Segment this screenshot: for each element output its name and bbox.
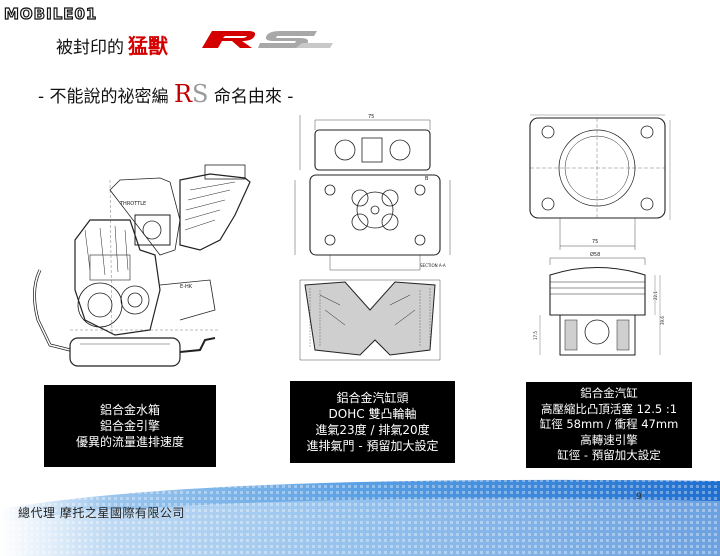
box1-line1: 鋁合金水箱 (99, 403, 160, 417)
box3-line1: 鋁合金汽缸 (580, 386, 638, 401)
ehk-label: E-HK (180, 284, 193, 290)
head-section-label: SECTION A-A (420, 263, 446, 268)
cylinder-head-drawing: 75 B SECTION A-A (294, 114, 451, 361)
info-box-cylinder-head: 鋁合金汽缸頭 DOHC 雙凸輪軸 進氣23度 / 排氣20度 進排氣門 - 預留… (290, 381, 455, 463)
piston-dim-h3: 17.5 (533, 331, 538, 340)
box2-line1: 鋁合金汽缸頭 (336, 391, 409, 405)
footer-distributor: 總代理 摩托之星國際有限公司 (18, 506, 185, 520)
heading-trail: 命名由來 - (208, 87, 294, 107)
heading-lead: - 不能說的祕密編 (38, 87, 174, 107)
info-box-engine: 鋁合金水箱 鋁合金引擎 優異的流量進排速度 (44, 385, 216, 467)
engine-drawing: THROTTLE E-HK (33, 164, 251, 367)
box3-line4: 高轉速引擎 (580, 432, 638, 447)
logo-text: MOBILE01 (3, 4, 98, 23)
box1-line2: 鋁合金引擎 (99, 419, 160, 433)
mobile01-logo: MOBILE01 (3, 4, 154, 28)
head-dim-top: 75 (368, 114, 374, 120)
box3-line3: 缸徑 58mm / 衝程 47mm (539, 417, 679, 432)
piston-dim-bore: Ø58 (590, 251, 600, 258)
info-box-cylinder: 鋁合金汽缸 高壓縮比凸頂活塞 12.5 :1 缸徑 58mm / 衝程 47mm… (526, 382, 692, 468)
cylinder-drawing: 75 Ø58 22.1 39.6 17.5 (529, 114, 671, 356)
page-number: 9 (636, 492, 642, 502)
box3-line5: 缸徑 - 預留加大設定 (557, 448, 661, 463)
throttle-label: THROTTLE (119, 201, 146, 207)
section-heading: - 不能說的祕密編 RS 命名由來 - (38, 80, 293, 108)
box2-line4: 進排氣門 - 預留加大設定 (306, 439, 439, 453)
head-label-b: B (425, 176, 429, 182)
subtitle-prefix: 被封印的 (56, 38, 124, 58)
box2-line3: 進氣23度 / 排氣20度 (315, 423, 430, 437)
subtitle: 被封印的猛獸 (56, 30, 168, 59)
box3-line2: 高壓縮比凸頂活塞 12.5 :1 (540, 401, 678, 416)
rs-brand-logo (202, 31, 333, 48)
box1-line3: 優異的流量進排速度 (75, 435, 184, 449)
heading-rs-s: S (192, 80, 209, 108)
piston-dim-h1: 22.1 (653, 291, 658, 300)
piston-dim-h2: 39.6 (660, 316, 665, 325)
subtitle-highlight: 猛獸 (128, 34, 168, 58)
heading-rs-r: R (173, 80, 193, 108)
box2-line2: DOHC 雙凸輪軸 (328, 407, 417, 421)
cylinder-dim-width: 75 (592, 239, 598, 245)
footer-wave (0, 479, 720, 556)
